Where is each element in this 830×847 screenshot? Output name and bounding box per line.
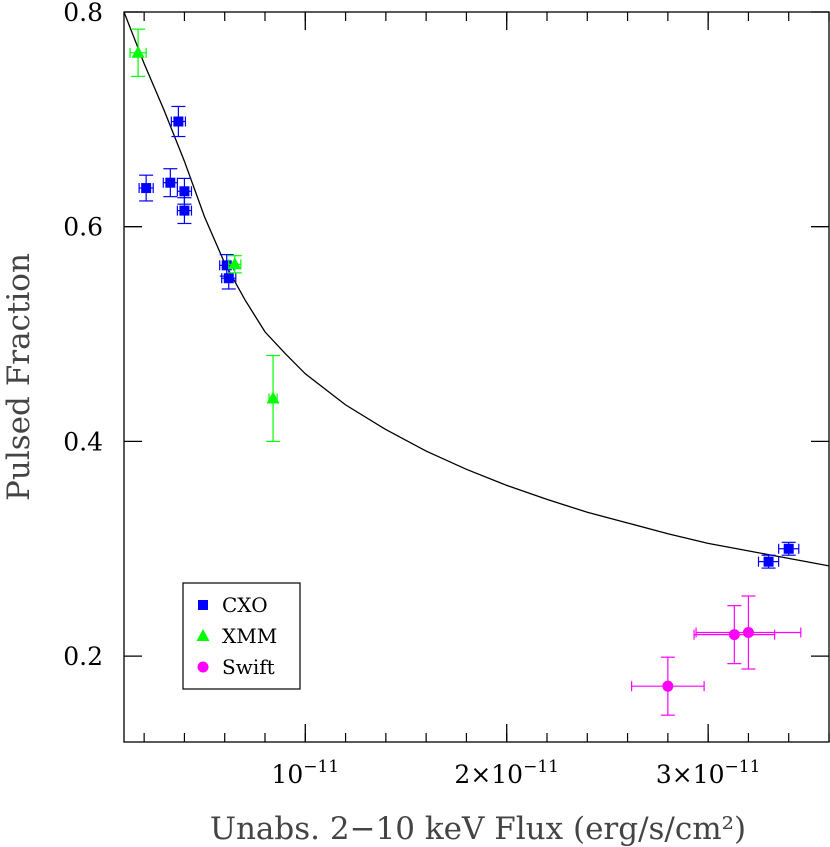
xmm-data-point [129,28,147,78]
swift-data-point [695,595,802,670]
xmm-data-point [266,354,281,443]
cxo-data-point [170,105,187,138]
x-tick-label: 10−11 [271,757,339,789]
legend-xmm-marker [196,629,210,641]
swift-marker [742,627,754,638]
xmm-marker [228,257,242,270]
cxo-data-point [757,554,780,569]
cxo-marker [141,183,152,194]
axis-ticks: 10−11 2×10−11 3×10−11 0.2 0.4 0.6 0.8 [63,0,830,789]
cxo-data-point [162,168,178,198]
xmm-marker [266,391,280,404]
cxo-marker [763,556,774,567]
xmm-marker [131,45,145,58]
y-axis-title: Pulsed Fraction [1,253,37,501]
swift-data-point [630,656,705,716]
swift-marker [728,629,740,641]
cxo-marker [221,260,232,271]
cxo-data-point [778,541,800,556]
legend-swift-marker [197,661,209,673]
x-axis-title: Unabs. 2−10 keV Flux (erg/s/cm²) [210,811,746,847]
cxo-marker [783,543,794,554]
x-tick-label: 3×10−11 [656,757,761,789]
data-points-layer [129,28,802,716]
swift-data-point [693,605,776,665]
y-tick-label: 0.6 [63,213,103,242]
swift-marker [662,680,674,692]
cxo-marker [179,205,190,216]
x-tick-label: 2×10−11 [454,757,559,789]
plot-frame [123,11,830,743]
y-tick-label: 0.4 [63,427,103,456]
fit-curve [123,11,830,567]
xmm-data-point [227,255,242,274]
cxo-marker [173,116,184,127]
fit-curve-layer [123,11,830,567]
cxo-marker [179,186,190,197]
cxo-marker [165,177,176,188]
legend-items: CXO XMM Swift [196,593,277,679]
legend-xmm-label: XMM [222,624,277,648]
cxo-data-point [221,266,237,290]
y-tick-label: 0.2 [63,642,103,671]
cxo-data-point [176,197,193,225]
y-tick-label: 0.8 [63,0,103,27]
legend-swift-label: Swift [222,655,275,679]
cxo-data-point [138,174,154,202]
legend-cxo-marker [198,600,208,610]
legend: CXO XMM Swift [182,582,301,690]
cxo-marker [223,273,234,284]
legend-cxo-label: CXO [222,593,268,617]
